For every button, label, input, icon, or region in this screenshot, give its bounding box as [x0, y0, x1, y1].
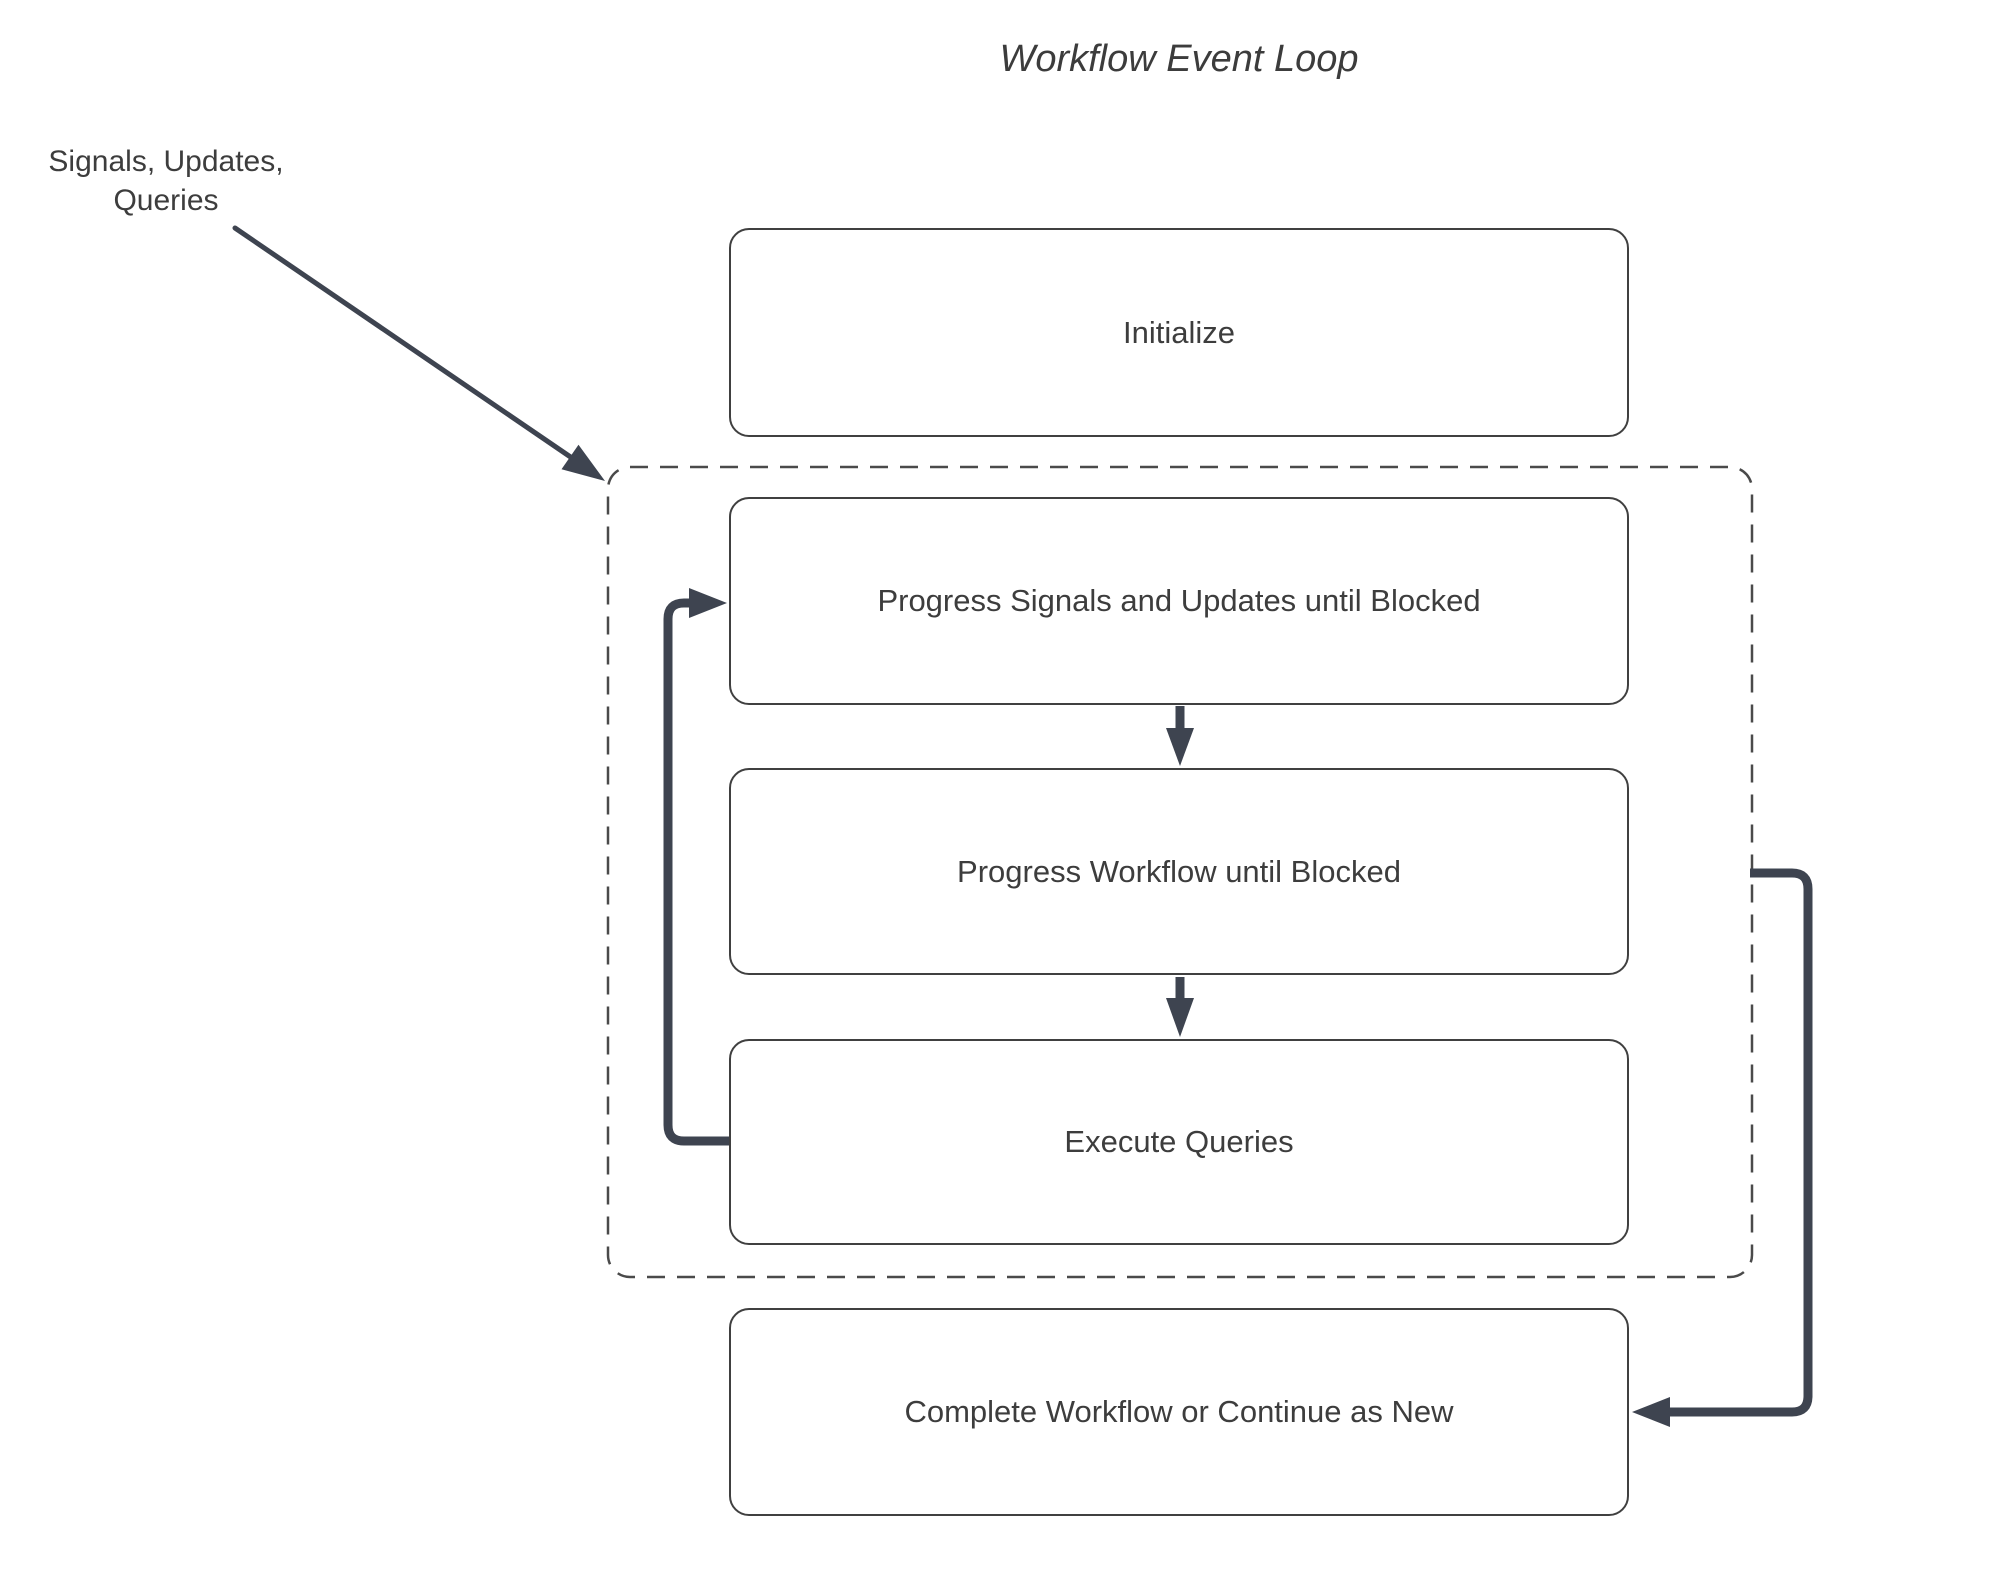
node-initialize: Initialize [729, 228, 1629, 437]
node-initialize-label: Initialize [1123, 314, 1235, 350]
node-progress-workflow: Progress Workflow until Blocked [729, 768, 1629, 975]
arrow-signals-to-workflow-head [1166, 728, 1194, 766]
arrow-workflow-to-complete-shaft [1668, 868, 1813, 1417]
diagram-title: Workflow Event Loop [999, 38, 1359, 80]
node-progress-workflow-label: Progress Workflow until Blocked [957, 853, 1401, 889]
node-complete-workflow-label: Complete Workflow or Continue as New [904, 1394, 1454, 1429]
arrow-queries-loop-back-head [689, 588, 727, 618]
arrow-signals-into-loop-head [561, 444, 605, 481]
arrow-workflow-to-queries [1166, 977, 1194, 1037]
arrow-signals-into-loop [232, 225, 605, 481]
arrow-queries-loop-back-shaft [663, 598, 729, 1146]
arrow-signals-to-workflow [1166, 706, 1194, 766]
node-progress-signals-and-updates: Progress Signals and Updates until Block… [729, 497, 1629, 705]
node-complete-workflow: Complete Workflow or Continue as New [729, 1308, 1629, 1516]
arrow-workflow-to-complete-head [1632, 1397, 1670, 1427]
arrow-workflow-to-complete [1632, 868, 1813, 1427]
node-execute-queries: Execute Queries [729, 1039, 1629, 1245]
arrow-signals-into-loop-shaft [232, 225, 575, 461]
arrow-queries-loop-back [663, 588, 729, 1146]
arrow-workflow-to-queries-head [1166, 998, 1194, 1037]
annotation-line-2: Queries [113, 184, 219, 217]
annotation-line-1: Signals, Updates, [48, 145, 284, 178]
node-progress-signals-label: Progress Signals and Updates until Block… [877, 583, 1481, 618]
node-execute-queries-label: Execute Queries [1064, 1124, 1294, 1159]
annotation-signals-updates-queries: Signals, Updates, Queries [16, 142, 316, 220]
